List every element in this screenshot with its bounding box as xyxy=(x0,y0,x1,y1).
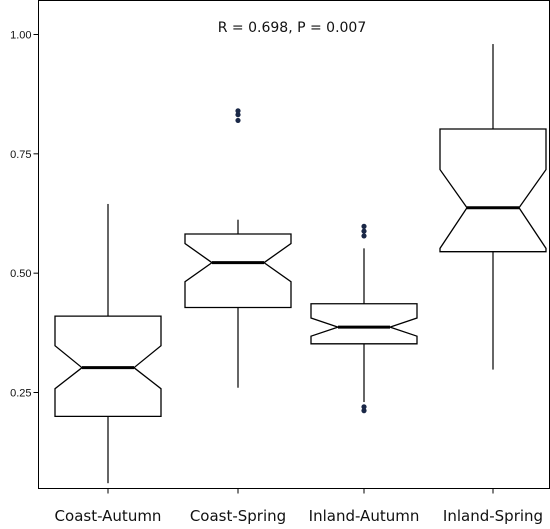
box-body xyxy=(310,303,418,345)
y-tick-label: 0.50 xyxy=(10,268,31,280)
x-tick-label: Coast-Autumn xyxy=(55,507,162,525)
outlier-point xyxy=(361,223,367,229)
y-tick-label: 0.75 xyxy=(10,149,31,161)
x-axis: Coast-Autumn Coast-Spring Inland-Autumn Inl… xyxy=(55,488,543,525)
y-tick-label: 0.25 xyxy=(10,388,31,400)
x-tick-label: Inland-Spring xyxy=(443,507,543,525)
y-tick-label: 1.00 xyxy=(10,30,31,42)
x-tick-label: Inland-Autumn xyxy=(309,507,420,525)
outlier-point xyxy=(235,108,241,114)
y-axis: 0.25 0.50 0.75 1.00 xyxy=(10,30,39,400)
box-body xyxy=(439,128,547,253)
outlier-point xyxy=(361,228,367,234)
x-tick-label: Coast-Spring xyxy=(190,507,286,525)
outlier-point xyxy=(235,117,241,124)
box-body xyxy=(184,233,292,309)
outlier-point xyxy=(361,404,367,410)
outlier-point xyxy=(361,408,367,414)
boxes xyxy=(54,44,547,484)
chart-annotation: R = 0.698, P = 0.007 xyxy=(218,20,367,36)
outlier-point xyxy=(235,112,241,118)
outlier-point xyxy=(361,233,367,239)
